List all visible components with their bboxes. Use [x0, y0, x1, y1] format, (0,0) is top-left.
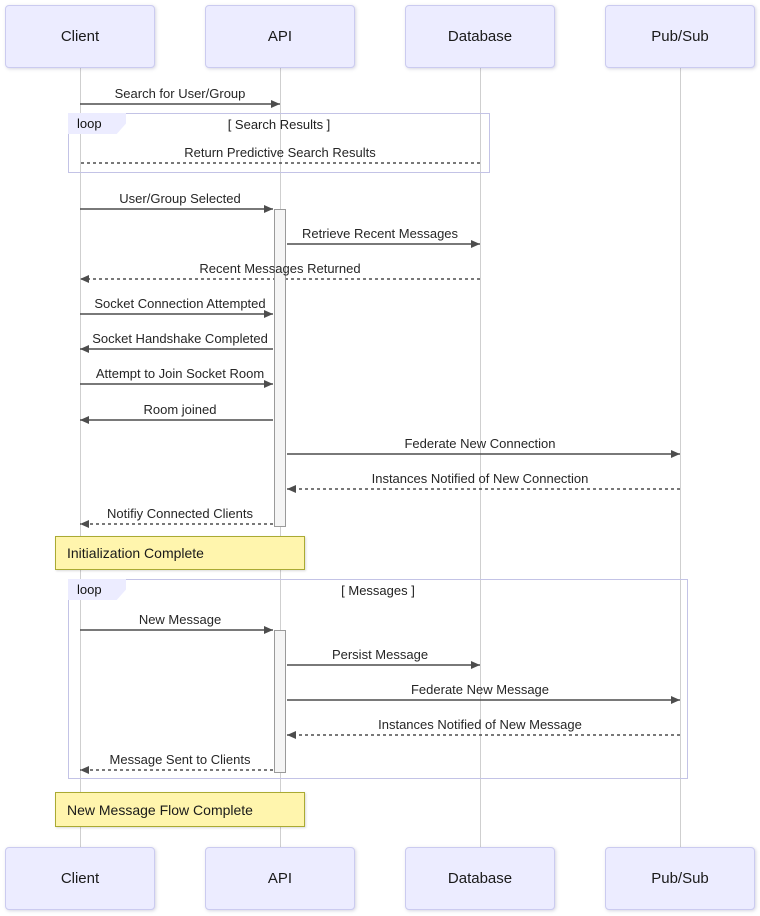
message-label: New Message: [138, 612, 222, 627]
arrowhead-icon: [264, 626, 273, 634]
loop-frame: [68, 113, 490, 173]
arrowhead-icon: [671, 450, 680, 458]
message-label: Search for User/Group: [114, 86, 246, 101]
participant-client-top: Client: [5, 5, 155, 68]
message-label: Room joined: [143, 402, 217, 417]
arrowhead-icon: [287, 485, 296, 493]
message-label: Socket Connection Attempted: [94, 296, 266, 311]
loop-condition-label: [ Messages ]: [341, 583, 415, 598]
message-label: Persist Message: [331, 647, 429, 662]
message-label: Federate New Connection: [404, 436, 556, 451]
message-label: Federate New Message: [410, 682, 550, 697]
arrowhead-icon: [80, 345, 89, 353]
message-label: Socket Handshake Completed: [92, 331, 268, 346]
arrowhead-icon: [471, 661, 480, 669]
message-label: Attempt to Join Socket Room: [95, 366, 265, 381]
message-label: Instances Notified of New Message: [378, 717, 582, 732]
loop-frame: [68, 579, 688, 779]
participant-client-bottom: Client: [5, 847, 155, 910]
message-label: Retrieve Recent Messages: [301, 226, 459, 241]
participant-pub-sub-top: Pub/Sub: [605, 5, 755, 68]
arrowhead-icon: [271, 100, 280, 108]
message-label: Recent Messages Returned: [199, 261, 361, 276]
message-label: Notifiy Connected Clients: [107, 506, 253, 521]
arrowhead-icon: [80, 520, 89, 528]
arrowhead-icon: [264, 380, 273, 388]
arrowhead-icon: [671, 696, 680, 704]
participant-api-bottom: API: [205, 847, 355, 910]
lifeline-client: [80, 68, 81, 847]
participant-database-top: Database: [405, 5, 555, 68]
loop-condition-label: [ Search Results ]: [227, 117, 331, 132]
note: New Message Flow Complete: [55, 792, 305, 827]
arrowhead-icon: [264, 310, 273, 318]
lifeline-database: [480, 68, 481, 847]
arrowhead-icon: [287, 731, 296, 739]
loop-label: loop: [68, 113, 126, 134]
message-label: Instances Notified of New Connection: [371, 471, 589, 486]
arrowhead-icon: [80, 416, 89, 424]
message-label: Return Predictive Search Results: [184, 145, 376, 160]
participant-database-bottom: Database: [405, 847, 555, 910]
arrowhead-icon: [80, 275, 89, 283]
message-label: Message Sent to Clients: [109, 752, 251, 767]
note: Initialization Complete: [55, 536, 305, 570]
participant-pub-sub-bottom: Pub/Sub: [605, 847, 755, 910]
arrowhead-icon: [264, 205, 273, 213]
lifeline-pub-sub: [680, 68, 681, 847]
participant-api-top: API: [205, 5, 355, 68]
arrowhead-icon: [80, 766, 89, 774]
arrowhead-icon: [471, 240, 480, 248]
loop-label: loop: [68, 579, 126, 600]
activation-bar-api: [274, 209, 286, 527]
message-label: User/Group Selected: [119, 191, 241, 206]
activation-bar-api: [274, 630, 286, 773]
